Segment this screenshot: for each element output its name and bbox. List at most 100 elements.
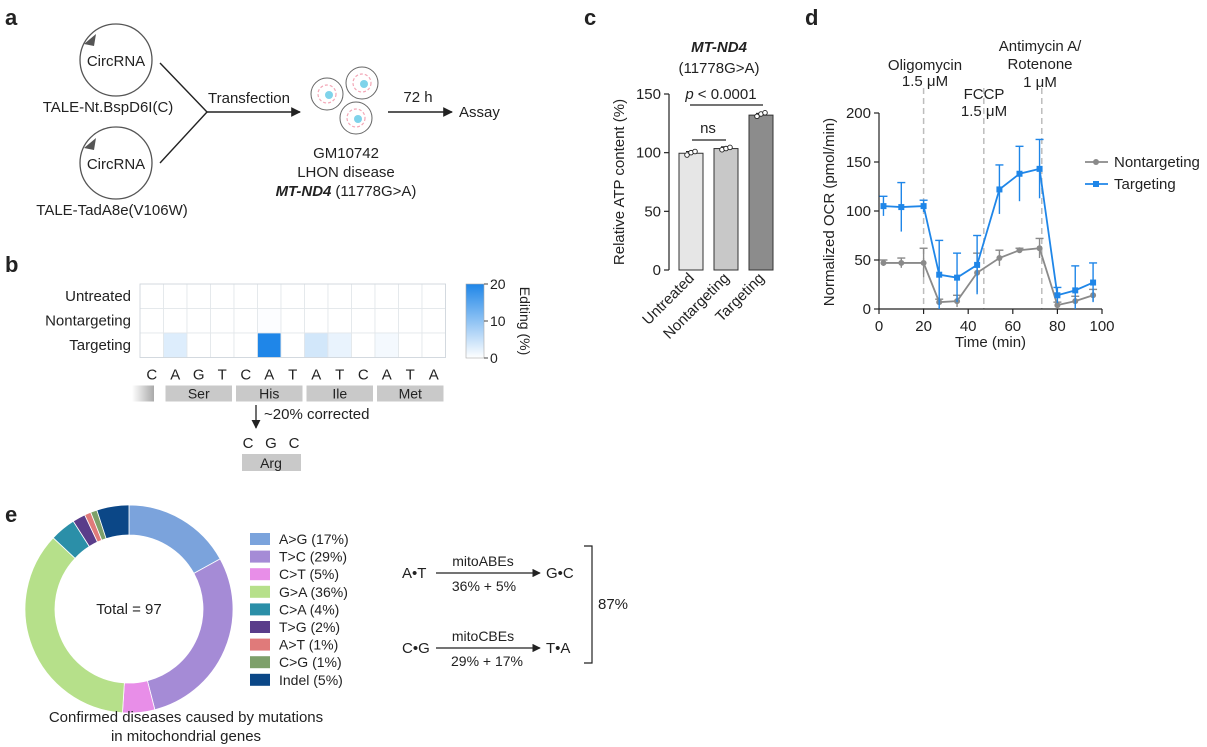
legend-swatch xyxy=(250,603,270,616)
circrna-arrow-icon xyxy=(84,138,96,150)
colorbar-tick-label: 20 xyxy=(490,276,506,292)
ocr-y-tick-label: 200 xyxy=(846,105,871,122)
heatmap-cell xyxy=(233,283,258,309)
heatmap-col-label: A xyxy=(311,367,321,384)
panel-label-e: e xyxy=(5,502,17,527)
ocr-point xyxy=(880,259,887,266)
heatmap-cell xyxy=(398,283,423,309)
legend-swatch xyxy=(250,568,270,581)
codon-label: Ile xyxy=(332,386,347,402)
heatmap-col-label: C xyxy=(358,367,369,384)
codon-label: Ser xyxy=(188,386,210,402)
codon-bar xyxy=(165,385,232,402)
heatmap-row-label: Nontargeting xyxy=(45,313,131,330)
assay-label: Assay xyxy=(459,104,500,121)
heatmap-cell xyxy=(210,332,235,358)
donut-slice xyxy=(96,504,130,540)
codon-correction-annotation: ~20% corrected C G C Arg xyxy=(242,405,369,471)
arg-label: Arg xyxy=(260,455,282,471)
donut-slice xyxy=(24,537,125,714)
disease-label: LHON disease xyxy=(297,164,395,181)
ocr-point xyxy=(936,271,943,278)
heatmap-cell xyxy=(398,308,423,334)
ocr-x-tick-label: 40 xyxy=(960,318,977,335)
heatmap-cell xyxy=(210,283,235,309)
heatmap-col-label: A xyxy=(429,367,439,384)
legend-label: G>A (36%) xyxy=(279,584,348,600)
ns-label: ns xyxy=(700,120,716,137)
heatmap-cell xyxy=(421,283,446,309)
heatmap-cell xyxy=(163,308,188,334)
atp-y-tick-label: 50 xyxy=(644,203,661,220)
legend-swatch xyxy=(250,621,270,633)
heatmap-cell xyxy=(233,332,258,358)
ocr-point xyxy=(1090,279,1097,286)
ocr-point xyxy=(920,203,927,210)
heatmap-cell xyxy=(233,308,258,334)
base-editor-scheme: A•T mitoABEs 36% + 5% G•C C•G mitoCBEs 2… xyxy=(402,545,628,669)
heatmap-border xyxy=(139,283,446,358)
ocr-y-label: Normalized OCR (pmol/min) xyxy=(821,118,838,306)
mutation-donut-chart xyxy=(24,504,234,714)
heatmap-col-label: C xyxy=(146,367,157,384)
codon-label: His xyxy=(259,386,279,402)
atp-y-tick-label: 150 xyxy=(636,86,661,103)
heatmap-cell xyxy=(304,332,329,358)
circrna-arrow-icon xyxy=(84,34,96,46)
heatmap-col-label: T xyxy=(406,367,415,384)
ocr-point xyxy=(898,259,905,266)
ocr-point xyxy=(898,204,905,211)
new-codon-base: C xyxy=(243,435,254,452)
heatmap-cell xyxy=(139,332,164,358)
ocr-point xyxy=(1036,245,1043,252)
ocr-y-tick-label: 100 xyxy=(846,203,871,220)
atp-bar xyxy=(678,152,704,271)
heatmap-col-label: A xyxy=(170,367,180,384)
atp-data-point xyxy=(692,148,698,155)
heatmap-cell xyxy=(257,332,282,358)
colorbar xyxy=(465,283,485,359)
ocr-x-tick-label: 100 xyxy=(1089,318,1114,335)
colorbar-tick-label: 10 xyxy=(490,313,506,329)
ocr-series-line xyxy=(883,247,1094,307)
colorbar-tick-label: 0 xyxy=(490,350,498,366)
heatmap-cell xyxy=(280,283,305,309)
heatmap-cell xyxy=(304,308,329,334)
ocr-y-tick-label: 150 xyxy=(846,154,871,171)
drug-label: Antimycin A/ xyxy=(999,38,1082,55)
cells-icon xyxy=(310,66,379,135)
ocr-point xyxy=(1016,247,1023,254)
construct-top-label: TALE-Nt.BspD6I(C) xyxy=(43,99,174,116)
panel-label-a: a xyxy=(5,5,18,30)
ocr-point xyxy=(880,203,887,210)
atp-y-label: Relative ATP content (%) xyxy=(611,99,628,265)
atp-gene-label: MT-ND4 xyxy=(691,39,747,56)
legend-swatch xyxy=(250,638,270,651)
legend-label: A>T (1%) xyxy=(279,637,338,653)
ocr-point xyxy=(974,261,981,268)
ocr-point xyxy=(996,255,1003,262)
ocr-x-tick-label: 60 xyxy=(1004,318,1021,335)
ocr-x-tick-label: 80 xyxy=(1049,318,1066,335)
drug-label: 1.5 μM xyxy=(902,73,948,90)
panel-label-d: d xyxy=(805,5,818,30)
heatmap-cell xyxy=(421,332,446,358)
new-codon-base: G xyxy=(265,435,277,452)
scheme-left-1: A•T xyxy=(402,565,426,582)
ocr-legend-marker xyxy=(1093,181,1099,187)
circrna-circle-top xyxy=(79,23,153,97)
scheme-right-2: T•A xyxy=(546,640,570,657)
heatmap-row-label: Untreated xyxy=(65,288,131,305)
drug-label: 1 μM xyxy=(1023,74,1057,91)
drug-label: 1.5 μM xyxy=(961,103,1007,120)
colorbar-label: Editing (%) xyxy=(517,287,533,355)
atp-data-point xyxy=(762,110,768,116)
heatmap-cell xyxy=(374,332,399,358)
legend-swatch xyxy=(250,550,270,563)
legend-label: Indel (5%) xyxy=(279,672,343,688)
scheme-total: 87% xyxy=(598,596,628,613)
heatmap-col-label: T xyxy=(218,367,227,384)
ocr-x-label: Time (min) xyxy=(955,334,1026,351)
heatmap-cell xyxy=(280,308,305,334)
legend-label: C>G (1%) xyxy=(279,654,342,670)
